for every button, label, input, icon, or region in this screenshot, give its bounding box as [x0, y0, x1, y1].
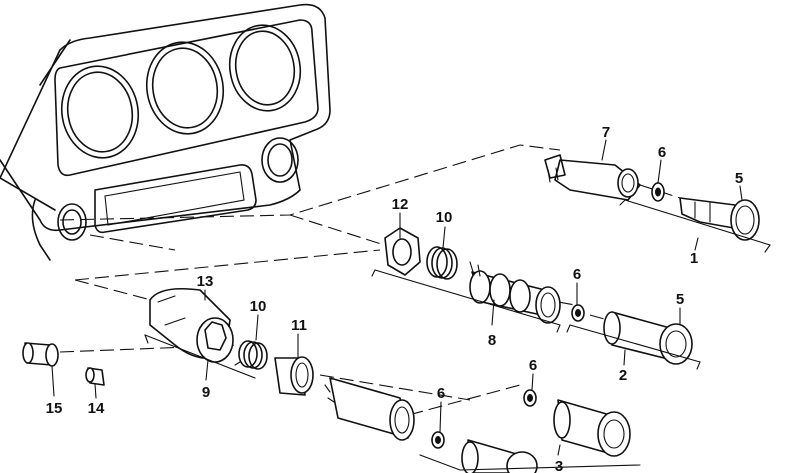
- part-5-lighter-plug-mid: [603, 311, 693, 365]
- callout-11: 11: [291, 317, 307, 334]
- part-10-spring-bottom: [234, 340, 268, 370]
- callout-12: 12: [392, 196, 409, 213]
- part-7-socket-housing: [544, 154, 641, 201]
- callout-6-lower-right: 6: [529, 357, 537, 374]
- part-6-washer-top: [651, 182, 665, 202]
- callout-13: 13: [197, 273, 214, 290]
- callout-15: 15: [46, 400, 63, 417]
- leader-lines: [51, 139, 771, 471]
- callout-6-lower-left: 6: [437, 385, 445, 402]
- callout-14: 14: [88, 400, 105, 417]
- callout-6-mid: 6: [573, 266, 581, 283]
- part-6-washer-mid: [571, 304, 585, 322]
- callout-2: 2: [619, 367, 627, 384]
- callout-6-top: 6: [658, 144, 666, 161]
- callout-3: 3: [555, 458, 563, 473]
- callout-7: 7: [602, 124, 610, 141]
- part-5-lighter-plug-top: [679, 197, 760, 241]
- part-11-sleeve: [274, 356, 314, 396]
- dashboard-panel: [0, 3, 331, 261]
- callout-5-mid: 5: [676, 291, 684, 308]
- part-3-lighter-plug-right: [553, 399, 631, 457]
- part-9-outer-socket: [324, 377, 415, 441]
- callout-10-top: 10: [436, 209, 453, 226]
- part-12-lock-ring: [384, 227, 421, 276]
- callout-8: 8: [488, 332, 496, 349]
- callout-1: 1: [690, 250, 698, 267]
- part-14-bulb: [85, 367, 105, 386]
- part-13-housing-bracket: [149, 287, 234, 363]
- part-10-spring-top: [426, 246, 458, 280]
- callout-9: 9: [202, 384, 210, 401]
- part-15-bulb-holder: [22, 342, 59, 367]
- callouts: 7 6 5 1 12 10 6 5 8 2 13 10 11 9 6 6 3 1…: [46, 124, 744, 473]
- callout-5-top: 5: [735, 170, 743, 187]
- part-6-washer-lower-left: [431, 431, 445, 449]
- part-8-socket-assembly: [469, 261, 561, 324]
- part-6-washer-lower-right: [523, 389, 537, 407]
- part-3-lighter-plug-left: [461, 439, 538, 473]
- callout-10-bottom: 10: [250, 298, 267, 315]
